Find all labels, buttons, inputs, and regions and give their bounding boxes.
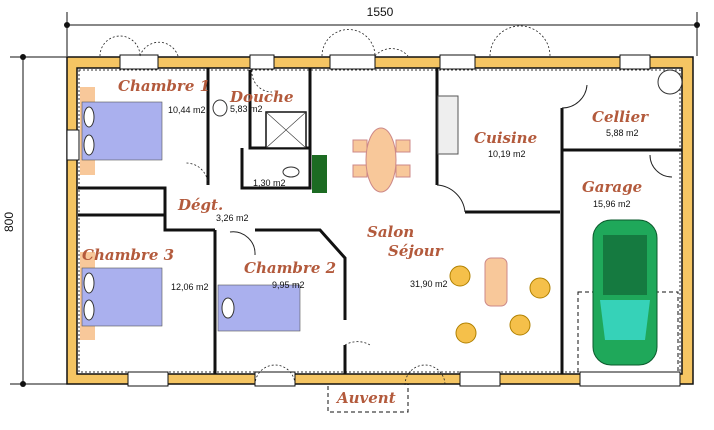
chambre1-area: 10,44 m2	[168, 105, 206, 115]
douche-area: 5,83 m2	[230, 104, 263, 114]
kitchen-sink	[437, 95, 459, 155]
bed-chambre2	[217, 284, 301, 332]
living-furniture	[449, 257, 551, 344]
width-label: 1550	[367, 5, 394, 19]
salon-label: Salon	[367, 223, 414, 241]
chambre3-area: 12,06 m2	[171, 282, 209, 292]
height-label: 800	[2, 212, 16, 232]
garage-label: Garage	[582, 178, 642, 196]
cellier-area: 5,88 m2	[606, 128, 639, 138]
chambre3-label: Chambre 3	[82, 246, 174, 264]
douche-label: Douche	[229, 88, 294, 106]
shower	[265, 111, 307, 149]
bed-chambre3	[80, 252, 163, 340]
interior-walls	[78, 68, 682, 374]
auvent-label: Auvent	[335, 389, 396, 407]
degt-label: Dégt.	[177, 196, 223, 214]
dining-table	[352, 127, 411, 193]
car-icon	[577, 219, 679, 373]
door-swings	[99, 25, 551, 386]
bed-chambre1	[80, 87, 163, 175]
dimension-width: 1550	[64, 5, 700, 56]
cuisine-label: Cuisine	[474, 129, 537, 147]
cuisine-area: 10,19 m2	[488, 149, 526, 159]
cellier-tank	[657, 69, 683, 95]
chambre1-label: Chambre 1	[118, 77, 210, 95]
garage-area: 15,96 m2	[593, 199, 631, 209]
cellier-label: Cellier	[592, 108, 649, 126]
toilet-icon	[282, 166, 300, 178]
sejour-label: Séjour	[388, 242, 444, 260]
dimension-height: 800	[2, 54, 67, 387]
degt-area: 3,26 m2	[216, 213, 249, 223]
windows	[66, 54, 681, 387]
chambre2-label: Chambre 2	[244, 259, 336, 277]
salon-area: 31,90 m2	[410, 279, 448, 289]
wc-area: 1,30 m2	[253, 178, 286, 188]
auvent	[327, 383, 409, 413]
plant-icon	[312, 155, 327, 193]
chambre2-area: 9,95 m2	[272, 280, 305, 290]
exterior-wall	[66, 56, 694, 385]
sink-icon	[212, 99, 228, 117]
